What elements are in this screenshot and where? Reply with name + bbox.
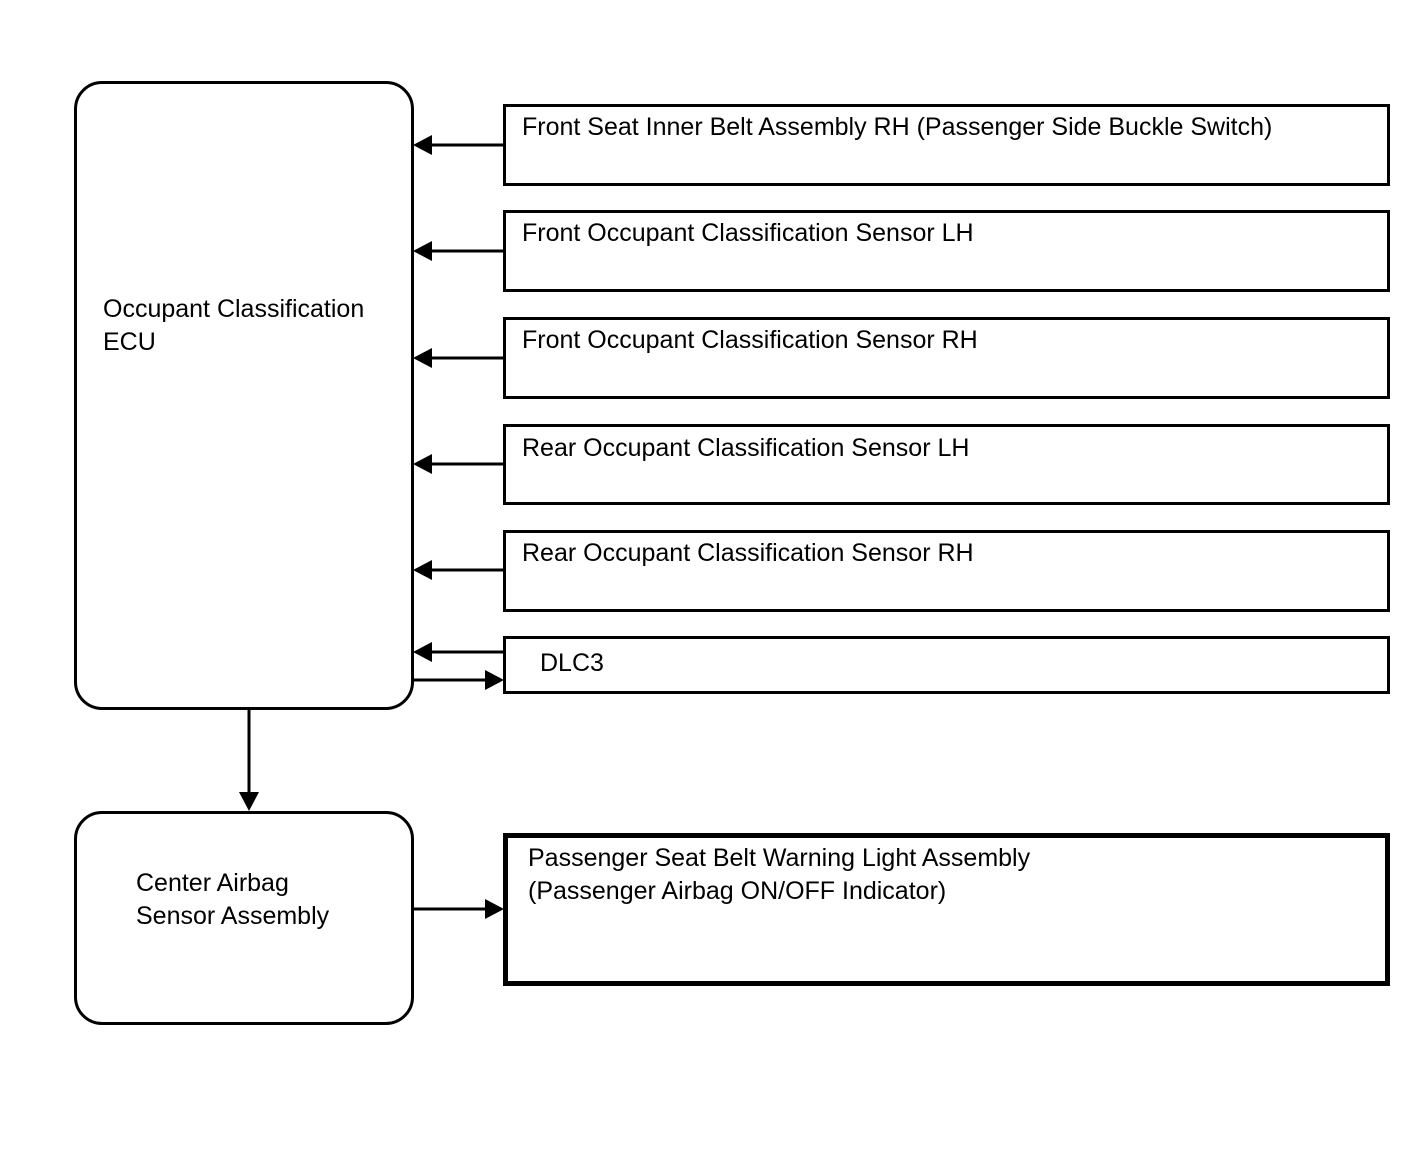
arrow-right-icon [485,670,504,690]
input-block-front-sensor-lh: Front Occupant Classification Sensor LH [503,210,1390,292]
dlc3-label: DLC3 [540,649,604,677]
input-label: Front Occupant Classification Sensor LH [522,219,974,247]
input-label: Rear Occupant Classification Sensor LH [522,434,970,462]
arrow-left-icon [413,454,432,474]
arrow-right-icon [485,899,504,919]
ecu-label: Occupant Classification ECU [103,295,365,356]
warning-light-label: Passenger Seat Belt Warning Light Assemb… [528,844,1031,905]
input-label: Front Seat Inner Belt Assembly RH (Passe… [522,113,1273,141]
input-block-rear-sensor-rh: Rear Occupant Classification Sensor RH [503,530,1390,612]
input-block-front-sensor-rh: Front Occupant Classification Sensor RH [503,317,1390,399]
arrow-down-icon [239,792,259,811]
arrow-left-icon [413,560,432,580]
arrow-left-icon [413,642,432,662]
arrow-left-icon [413,348,432,368]
dlc3-block: DLC3 [503,636,1390,694]
arrow-left-icon [413,135,432,155]
input-block-rear-sensor-lh: Rear Occupant Classification Sensor LH [503,424,1390,505]
center-airbag-sensor-label: Center Airbag Sensor Assembly [136,869,330,930]
input-block-front-seat-belt: Front Seat Inner Belt Assembly RH (Passe… [503,104,1390,186]
ecu-block: Occupant Classification ECU [74,81,414,710]
warning-light-block: Passenger Seat Belt Warning Light Assemb… [503,833,1390,986]
center-airbag-sensor-block: Center Airbag Sensor Assembly [74,811,414,1025]
input-label: Rear Occupant Classification Sensor RH [522,539,974,567]
arrow-left-icon [413,241,432,261]
input-label: Front Occupant Classification Sensor RH [522,326,978,354]
